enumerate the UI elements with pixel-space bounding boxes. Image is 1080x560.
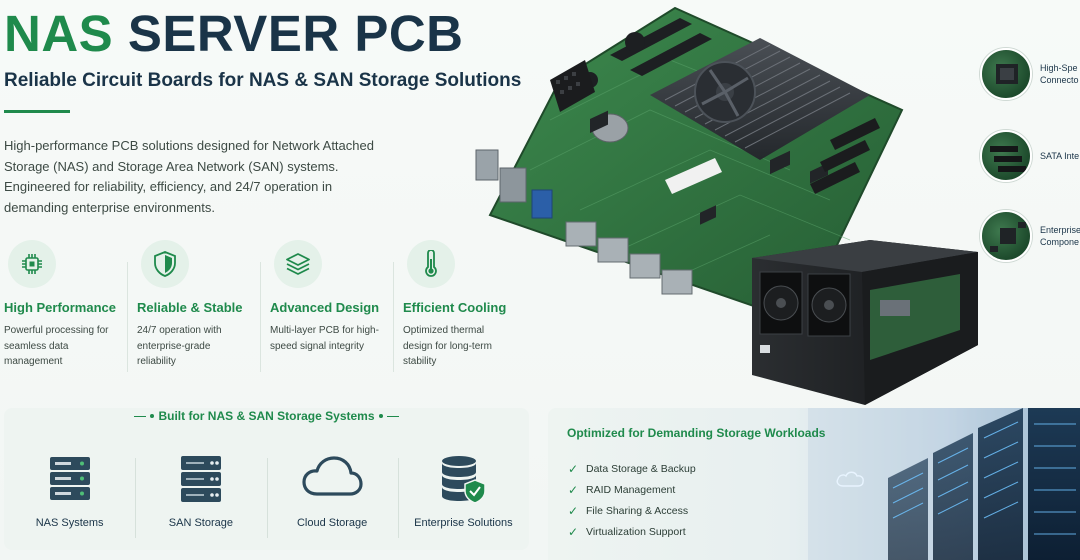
feature-advanced-design: Advanced Design Multi-layer PCB for high… xyxy=(260,240,399,380)
component-callouts: High-Spe Connecto SATA Inte Enterprise C… xyxy=(980,0,1080,300)
callout-line: SATA Inte xyxy=(1040,151,1080,161)
callout-enterprise-components: Enterprise Compone xyxy=(980,210,1080,262)
list-item: ✓ Virtualization Support xyxy=(568,521,696,542)
check-icon: ✓ xyxy=(568,503,579,518)
storage-item-label: NAS Systems xyxy=(35,517,104,529)
nas-server-icon xyxy=(49,457,90,500)
heading-rule xyxy=(134,415,147,417)
callout-line: Compone xyxy=(1040,237,1080,247)
sata-closeup-image xyxy=(980,130,1032,182)
feature-title: Advanced Design xyxy=(270,300,380,315)
workload-label: Data Storage & Backup xyxy=(586,462,696,475)
layers-icon xyxy=(274,240,322,288)
list-item: ✓ File Sharing & Access xyxy=(568,500,696,521)
feature-title: Reliable & Stable xyxy=(137,300,243,315)
storage-item-list: NAS Systems SAN Storage xyxy=(4,448,529,548)
page-subtitle: Reliable Circuit Boards for NAS & SAN St… xyxy=(4,70,522,91)
check-icon: ✓ xyxy=(568,482,579,497)
feature-desc: 24/7 operation with enterprise-grade rel… xyxy=(137,325,222,367)
storage-item-san: SAN Storage xyxy=(135,448,266,548)
callout-line: Enterprise xyxy=(1040,225,1080,235)
feature-reliable-stable: Reliable & Stable 24/7 operation with en… xyxy=(127,240,266,380)
heading-dot xyxy=(150,414,155,418)
check-icon: ✓ xyxy=(568,461,579,476)
workloads-title: Optimized for Demanding Storage Workload… xyxy=(567,426,826,440)
pcb-hero-image xyxy=(475,6,978,405)
storage-systems-card: Built for NAS & SAN Storage Systems NAS … xyxy=(4,408,529,550)
shield-icon xyxy=(141,240,189,288)
list-item: ✓ Data Storage & Backup xyxy=(568,458,696,479)
callout-high-speed-connector: High-Spe Connecto xyxy=(980,48,1079,100)
feature-title: High Performance xyxy=(4,300,116,315)
feature-title: Efficient Cooling xyxy=(403,300,507,315)
feature-desc: Optimized thermal design for long-term s… xyxy=(403,325,492,367)
cloud-icon xyxy=(302,456,363,496)
chip-icon xyxy=(8,240,56,288)
page-title: NAS SERVER PCB xyxy=(4,8,464,59)
check-icon: ✓ xyxy=(568,524,579,539)
storage-heading: Built for NAS & SAN Storage Systems xyxy=(4,408,529,424)
san-storage-icon xyxy=(180,456,221,502)
feature-desc: Multi-layer PCB for high-speed signal in… xyxy=(270,325,379,352)
storage-item-cloud: Cloud Storage xyxy=(266,448,398,548)
callout-label: SATA Inte xyxy=(1040,150,1079,162)
list-item: ✓ RAID Management xyxy=(568,479,696,500)
callout-label: Enterprise Compone xyxy=(1040,224,1080,248)
intro-paragraph: High-performance PCB solutions designed … xyxy=(4,138,374,215)
workloads-card: Optimized for Demanding Storage Workload… xyxy=(548,408,1080,560)
callout-line: High-Spe xyxy=(1040,63,1078,73)
feature-desc: Powerful processing for seamless data ma… xyxy=(4,325,109,367)
workload-label: RAID Management xyxy=(586,483,676,496)
feature-efficient-cooling: Efficient Cooling Optimized thermal desi… xyxy=(393,240,532,380)
workloads-list: ✓Data Storage & Backup ✓RAID Management … xyxy=(568,458,696,542)
callout-line: Connecto xyxy=(1040,75,1079,85)
heading-dot xyxy=(378,414,383,418)
title-nas: NAS xyxy=(4,5,114,62)
feature-list: High Performance Powerful processing for… xyxy=(0,240,540,380)
data-center-image xyxy=(808,408,1080,560)
storage-heading-text: Built for NAS & SAN Storage Systems xyxy=(158,409,375,423)
callout-label: High-Spe Connecto xyxy=(1040,62,1079,86)
storage-item-label: SAN Storage xyxy=(168,517,233,529)
feature-high-performance: High Performance Powerful processing for… xyxy=(0,240,133,380)
thermometer-icon xyxy=(407,240,455,288)
components-closeup-image xyxy=(980,210,1032,262)
connector-closeup-image xyxy=(980,48,1032,100)
storage-item-label: Cloud Storage xyxy=(296,517,368,529)
storage-item-label: Enterprise Solutions xyxy=(414,517,513,529)
database-shield-icon xyxy=(442,456,487,504)
title-divider xyxy=(4,110,70,113)
workload-label: File Sharing & Access xyxy=(586,504,689,517)
storage-item-nas: NAS Systems xyxy=(4,448,135,548)
callout-sata-interface: SATA Inte xyxy=(980,130,1079,182)
title-server-pcb: SERVER PCB xyxy=(127,5,464,62)
workload-label: Virtualization Support xyxy=(586,525,686,538)
heading-rule xyxy=(386,415,399,417)
storage-item-enterprise: Enterprise Solutions xyxy=(397,448,529,548)
